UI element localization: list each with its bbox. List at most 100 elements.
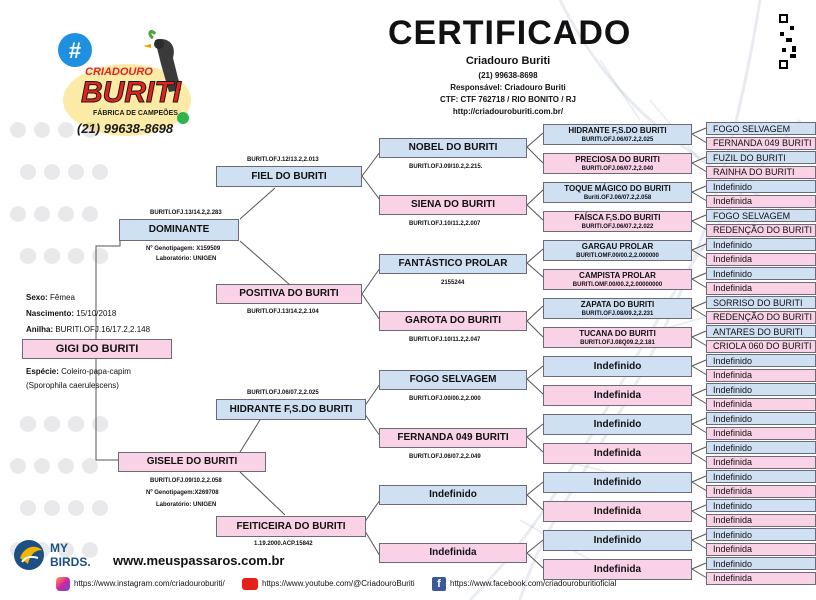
fourth-generation-box: Indefinido (543, 414, 692, 435)
fifth-generation-item: Indefinida (706, 281, 816, 295)
fifth-generation-item: Indefinido (706, 180, 816, 193)
fourth-generation-ring: BURITI.OFJ.08Q09.2,2.181 (580, 339, 655, 346)
great-grandparent-ring: BURITI.OFJ.06/07.2,2.049 (409, 454, 481, 460)
fifth-generation-item: Indefinido (706, 470, 816, 483)
grandparent-name: HIDRANTE F,S.DO BURITI (216, 399, 366, 420)
great-grandparent-ring: BURITI.OFJ.10/11.2,2.007 (409, 221, 481, 227)
facebook-link[interactable]: https://www.facebook.com/criadouroburiti… (450, 579, 617, 588)
fourth-generation-name: CAMPISTA PROLAR (579, 270, 656, 280)
fifth-generation-item: SORRISO DO BURITI (706, 296, 816, 309)
grandparent-ring: BURITI.OFJ.13/14.2,2.104 (247, 309, 319, 315)
fifth-generation-item: FERNANDA 049 BURITI (706, 136, 816, 150)
mother-name: GISELE DO BURITI (118, 452, 266, 472)
ring-row: Anilha: BURITI.OFJ.16/17.2,2.148 (26, 325, 150, 334)
father-genotype: Nº Genotipagem: X159509 (146, 246, 221, 252)
instagram-link[interactable]: https://www.instagram.com/criadouroburit… (74, 579, 225, 588)
fifth-generation-item: Indefinida (706, 397, 816, 411)
logo-line1: CRIADOURO (85, 66, 153, 78)
grandparent-ring: BURITI.OFJ.12/13.2,2.013 (247, 157, 319, 163)
fifth-generation-item: Indefinido (706, 557, 816, 570)
fifth-generation-item: Indefinida (706, 368, 816, 382)
fourth-generation-name: Indefinida (593, 563, 642, 575)
grandparent-ring: BURITI.OFJ.06/07.2,2.025 (247, 390, 319, 396)
breeder-logo: # CRIADOURO BURITI FÁBRICA DE CAMPEÕES (… (55, 30, 195, 140)
birth-label: Nascimento: (26, 309, 75, 318)
fifth-generation-item: RAINHA DO BURITI (706, 165, 816, 179)
mother-ring: BURITI.OFJ.09/10.2,2.058 (150, 478, 222, 484)
whatsapp-icon (177, 112, 189, 124)
sex-value: Fêmea (50, 293, 75, 302)
mybirds-logo: MY BIRDS. (12, 538, 107, 572)
fourth-generation-box: Indefinido (543, 472, 692, 493)
great-grandparent-name: NOBEL DO BURITI (379, 138, 527, 158)
breeder-phone: (21) 99638-8698 (478, 71, 538, 80)
fourth-generation-name: Indefinido (593, 476, 642, 488)
great-grandparent-ring: 2155244 (441, 280, 465, 286)
species-row: Espécie: Coleiro-papa-capim (26, 367, 131, 376)
fourth-generation-name: Indefinido (593, 534, 642, 546)
birth-row: Nascimento: 15/10/2018 (26, 309, 116, 318)
mother-genotype: Nº Genotipagem:X269708 (146, 490, 219, 496)
fifth-generation-item: Indefinida (706, 426, 816, 440)
breeder-responsible: Responsável: Criadouro Buriti (450, 83, 566, 92)
fifth-generation-item: Indefinido (706, 441, 816, 454)
mybirds-line1: MY (50, 541, 68, 555)
great-grandparent-name: FOGO SELVAGEM (379, 370, 527, 390)
fourth-generation-ring: BURITI.OFJ.06/07.2,2.040 (581, 165, 654, 172)
grandparent-name: POSITIVA DO BURITI (216, 284, 362, 304)
fifth-generation-item: Indefinida (706, 513, 816, 527)
fifth-generation-item: Indefinido (706, 238, 816, 251)
fourth-generation-ring: BURITI.OMF.00/00.2,2.00000000 (572, 281, 663, 288)
fourth-generation-name: Indefinida (593, 447, 642, 459)
fifth-generation-item: REDENÇÃO DO BURITI (706, 310, 816, 324)
mother-lab: Laboratório: UNIGEN (156, 502, 217, 508)
great-grandparent-ring: BURITI.OFJ.00/00.2,2.000 (409, 396, 481, 402)
fourth-generation-box: Indefinido (543, 356, 692, 377)
fifth-generation-item: FUZIL DO BURITI (706, 151, 816, 164)
great-grandparent-name: GAROTA DO BURITI (379, 311, 527, 331)
fifth-generation-item: Indefinida (706, 571, 816, 585)
fourth-generation-name: HIDRANTE F,S.DO BURITI (568, 125, 667, 135)
species-label: Espécie: (26, 367, 59, 376)
ring-label: Anilha: (26, 325, 54, 334)
species-scientific: (Sporophila caerulescens) (26, 381, 119, 390)
fifth-generation-item: FOGO SELVAGEM (706, 209, 816, 222)
fifth-generation-item: Indefinida (706, 484, 816, 498)
fifth-generation-item: Indefinida (706, 194, 816, 208)
fifth-generation-item: REDENÇÃO DO BURITI (706, 223, 816, 237)
fourth-generation-name: Indefinida (593, 505, 642, 517)
logo-tagline: FÁBRICA DE CAMPEÕES (93, 110, 178, 117)
footer-site[interactable]: www.meuspassaros.com.br (113, 553, 285, 568)
grandparent-ring: 1.19.2000.ACP.15842 (254, 541, 313, 547)
fifth-generation-item: Indefinida (706, 252, 816, 266)
fourth-generation-name: Indefinido (593, 418, 642, 430)
fourth-generation-ring: BURITI.OMF.00/00.2,2.000000 (576, 252, 659, 259)
fifth-generation-item: Indefinido (706, 499, 816, 512)
youtube-link[interactable]: https://www.youtube.com/@CriadouroBuriti (262, 579, 415, 588)
great-grandparent-name: FANTÁSTICO PROLAR (379, 254, 527, 274)
fourth-generation-ring: BURITI.OFJ.06/07.2,2.025 (581, 136, 654, 143)
logo-graphic: # (58, 30, 191, 136)
sex-row: Sexo: Fêmea (26, 293, 75, 302)
instagram-icon (56, 577, 70, 591)
sex-label: Sexo: (26, 293, 48, 302)
fifth-generation-item: Indefinido (706, 383, 816, 396)
fourth-generation-name: GARGAU PROLAR (581, 241, 654, 251)
fourth-generation-ring: Buriti.OFJ.06/07.2,2.058 (583, 194, 652, 201)
mybirds-line2: BIRDS. (50, 555, 91, 569)
great-grandparent-name: Indefinido (379, 485, 527, 505)
fourth-generation-box: Indefinida (543, 443, 692, 464)
logo-phone: (21) 99638-8698 (77, 121, 174, 136)
fifth-generation-item: FOGO SELVAGEM (706, 122, 816, 135)
fourth-generation-ring: BURITI.OFJ.06/07.2,2.022 (581, 223, 654, 230)
fifth-generation-item: Indefinido (706, 354, 816, 367)
fourth-generation-name: TOQUE MÁGICO DO BURITI (564, 183, 671, 193)
fifth-generation-item: CRIOLA 060 DO BURITI (706, 339, 816, 353)
